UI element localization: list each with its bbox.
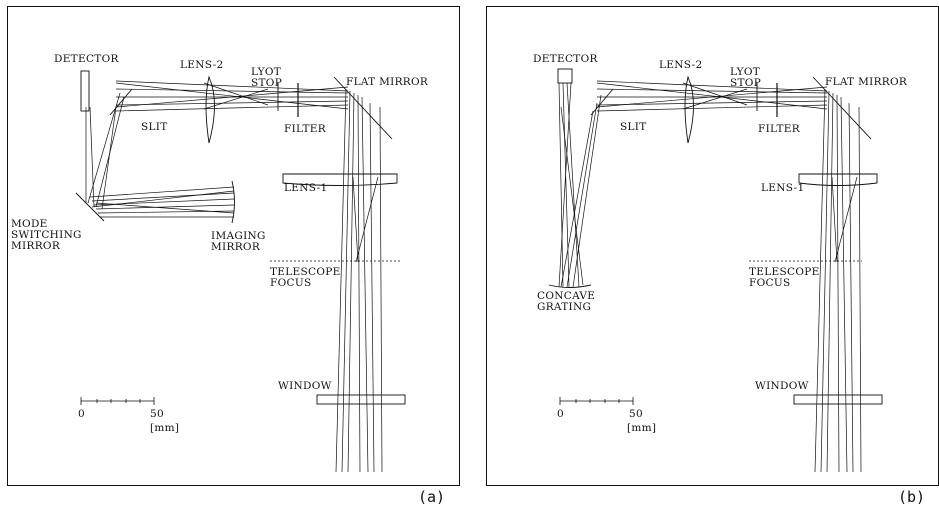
scale-tick-50-a: 50 [150, 408, 164, 420]
caption-a: (a) [418, 488, 446, 506]
window-a [316, 394, 406, 405]
telescope-focus-label-a: TELESCOPE FOCUS [270, 266, 341, 289]
mode-switching-mirror-label-a: MODE SWITCHING MIRROR [11, 218, 82, 252]
slit-fold-mirror-a [109, 88, 133, 116]
scale-tick-0-a: 0 [78, 408, 85, 420]
concave-grating-label-b: CONCAVE GRATING [537, 290, 596, 313]
imaging-mirror-label-a: IMAGING MIRROR [211, 230, 266, 253]
window-label-a: WINDOW [278, 380, 332, 392]
lens2-a [205, 75, 215, 144]
scale-bar-a [80, 397, 155, 405]
slit-label-a: SLIT [141, 121, 168, 133]
detector-label-a: DETECTOR [54, 53, 119, 65]
scale-tick-50-b: 50 [629, 408, 643, 420]
telescope-focus-label-b: TELESCOPE FOCUS [749, 266, 820, 289]
lens1-b [798, 173, 878, 186]
detector-label-b: DETECTOR [533, 53, 598, 65]
upper-beam-a [115, 80, 349, 112]
lyot-stop-label-b: LYOT STOP [730, 66, 762, 89]
window-b [793, 394, 883, 405]
lens1-a [282, 173, 398, 186]
telescope-beam-b [814, 88, 862, 473]
optical-layout-panel-b: DETECTOR LENS-2 LYOT STOP FLAT MIRROR SL… [486, 6, 939, 486]
lens2-b [684, 75, 694, 144]
detector-a [80, 70, 90, 112]
lens1-label-a: LENS-1 [284, 182, 328, 194]
telescope-beam-a [335, 88, 383, 473]
optical-diagram-a [75, 70, 406, 473]
mode-switching-mirror-a [75, 192, 105, 222]
scale-tick-0-b: 0 [557, 408, 564, 420]
scale-unit-b: [mm] [627, 422, 657, 434]
caption-b: (b) [898, 488, 926, 506]
mode-switch-beam-a [85, 92, 125, 210]
optical-layout-panel-a: DETECTOR LENS-2 LYOT STOP FLAT MIRROR SL… [7, 6, 460, 486]
filter-label-b: FILTER [758, 123, 800, 135]
lens1-label-b: LENS-1 [761, 182, 805, 194]
concave-grating-b [548, 284, 592, 288]
window-label-b: WINDOW [755, 380, 809, 392]
upper-beam-b [596, 80, 828, 112]
scale-bar-b [559, 397, 634, 405]
grating-beam-b [558, 82, 602, 288]
filter-label-a: FILTER [284, 123, 326, 135]
imaging-beam-a [89, 186, 235, 218]
imaging-mirror-a [231, 180, 235, 224]
slit-fold-mirror-b [590, 88, 614, 116]
lyot-stop-label-a: LYOT STOP [251, 66, 283, 89]
flat-mirror-label-a: FLAT MIRROR [346, 76, 429, 88]
slit-label-b: SLIT [620, 121, 647, 133]
detector-b [557, 68, 573, 84]
lens2-label-a: LENS-2 [180, 59, 224, 71]
lens2-label-b: LENS-2 [659, 59, 703, 71]
optical-diagram-b [548, 68, 883, 473]
flat-mirror-label-b: FLAT MIRROR [825, 76, 908, 88]
scale-unit-a: [mm] [150, 422, 180, 434]
